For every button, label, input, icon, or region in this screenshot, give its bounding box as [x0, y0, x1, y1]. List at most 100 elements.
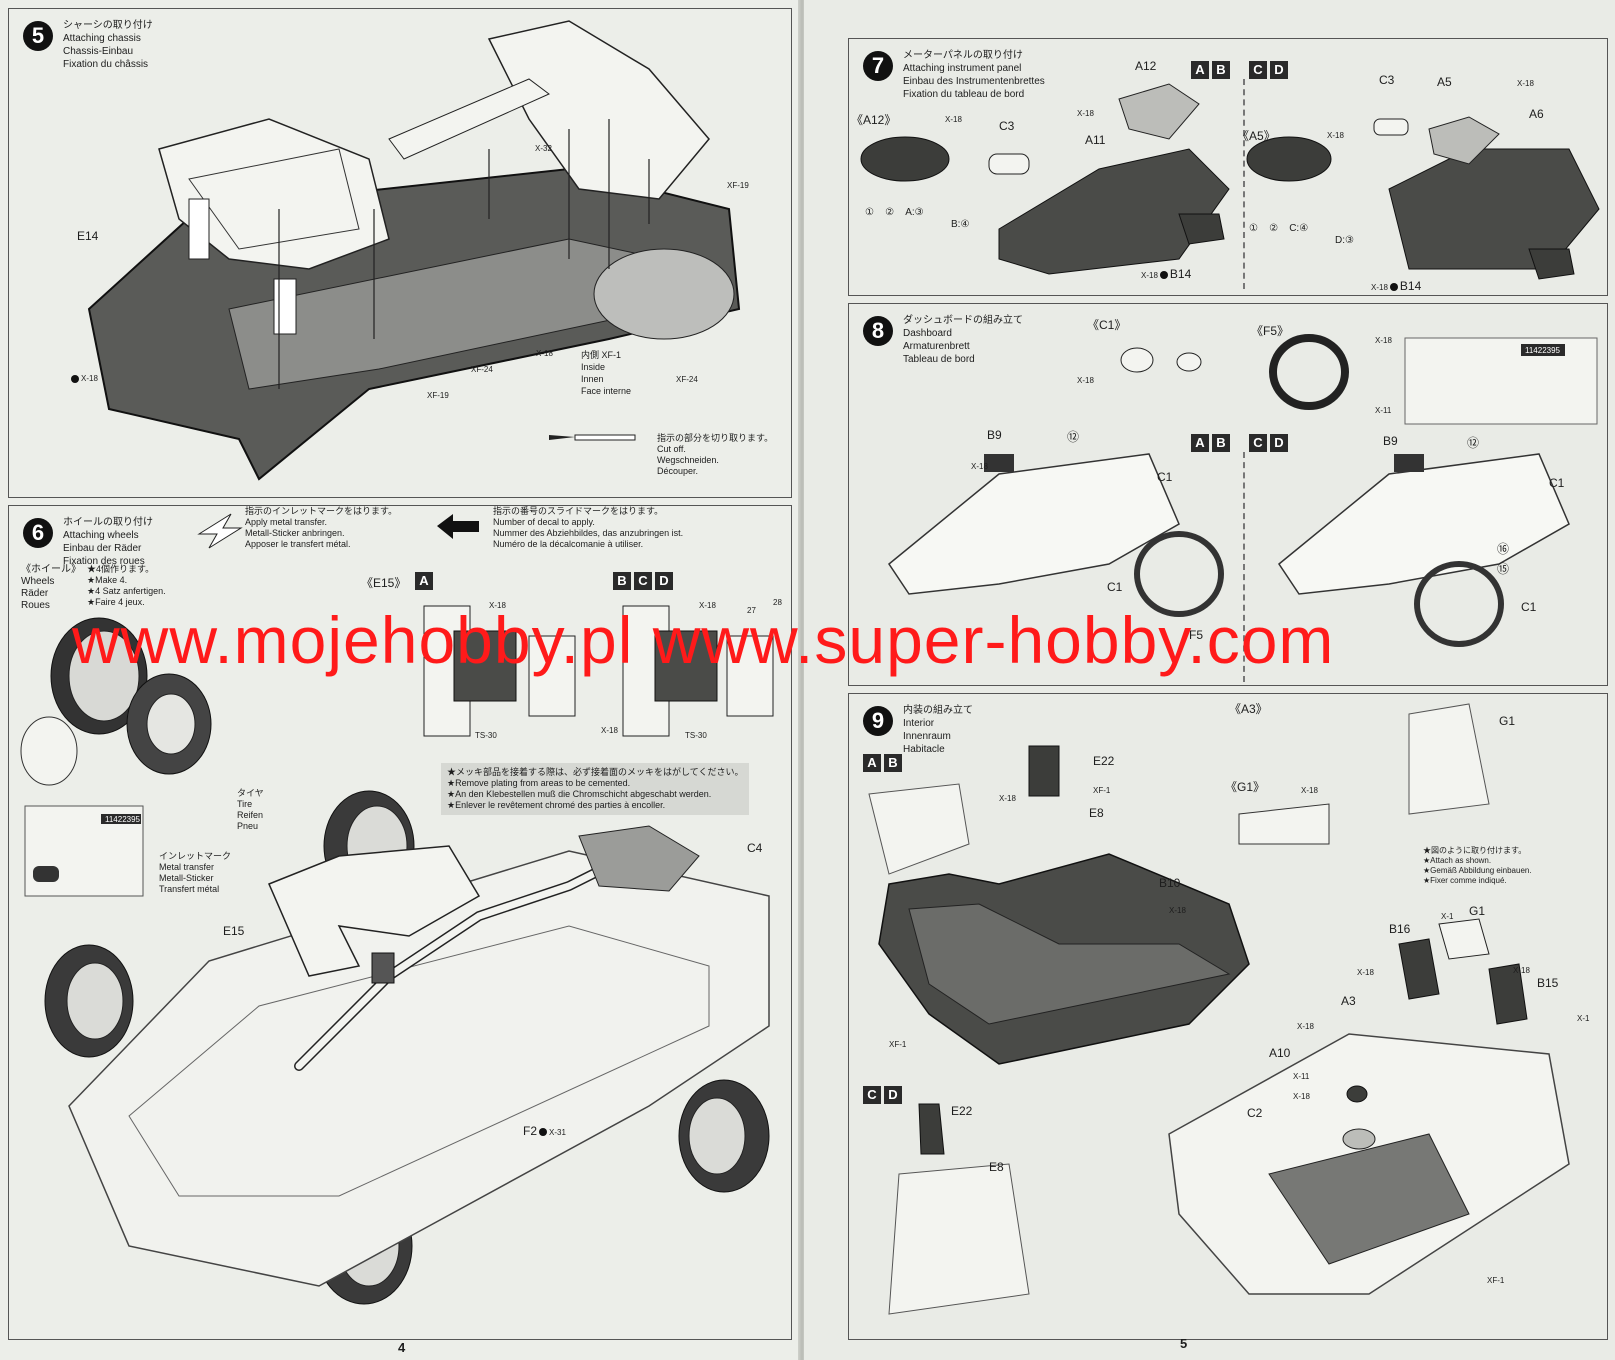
meter-decals-left: ① ② A:③ B:④	[865, 207, 970, 230]
step-7-number: 7	[863, 51, 893, 81]
part-label-x1-b: X-1	[1577, 1014, 1590, 1023]
part-label-a11: A11	[1085, 133, 1106, 147]
page-gutter	[798, 0, 806, 1360]
make-four-note: ★4個作ります。★Make 4.★4 Satz anfertigen.★Fair…	[87, 564, 166, 607]
decal-sheet-code: 11422395	[1525, 346, 1560, 355]
e15-subheading: 《E15》	[361, 576, 407, 590]
part-label-ts30-b: TS-30	[685, 731, 707, 740]
part-label-xf19-right: XF-19	[727, 181, 749, 190]
part-label-x18-b: X-18	[1301, 786, 1318, 795]
part-label-x18-g: X-18	[1293, 1092, 1310, 1101]
a12-subheading: 《A12》	[851, 113, 897, 127]
part-label-e22-top: E22	[1093, 754, 1115, 768]
part-label-x18-b: X-18	[1375, 336, 1392, 345]
part-label-x1-a: X-1	[1441, 912, 1454, 921]
part-label-x32: X-32	[535, 144, 552, 153]
decal-number-12-left: ⑫	[1067, 430, 1080, 444]
part-label-a3: A3	[1341, 994, 1356, 1008]
part-label-x18-a: X-18	[1077, 109, 1094, 118]
part-label-x18-b: X-18	[699, 601, 716, 610]
part-label-x18-b: X-18	[945, 115, 962, 124]
decal-number-27: 27	[747, 606, 756, 615]
part-label-e22-bottom: E22	[951, 1104, 973, 1118]
part-label-x18-c: X-18	[1169, 906, 1186, 915]
part-label-x18-a: X-18	[1077, 376, 1094, 385]
decal-sheet-code: 11422395	[105, 815, 140, 824]
part-label-x11: X-11	[1375, 406, 1392, 415]
instrument-panel-illustration	[860, 83, 1600, 280]
part-label-xf19-bottom: XF-19	[427, 391, 449, 400]
part-label-xf24-right: XF-24	[676, 375, 698, 384]
attach-note: ★図のように取り付けます。★Attach as shown.★Gemäß Abb…	[1423, 846, 1532, 885]
part-label-xf1-b: XF-1	[889, 1040, 907, 1049]
part-label-x18-a: X-18	[999, 794, 1016, 803]
part-label-x18-e: X-18	[1357, 968, 1374, 977]
divider	[1243, 452, 1245, 682]
part-label-b9-left: B9	[987, 428, 1002, 442]
cutoff-note: 指示の部分を切り取ります。Cut off.Wegschneiden.Découp…	[657, 433, 774, 476]
part-label-x18: X-18	[69, 374, 98, 383]
part-label-x11: X-11	[1293, 1072, 1310, 1081]
wheels-illustration	[20, 513, 774, 1305]
f5-subheading: 《F5》	[1251, 324, 1290, 338]
page-number-left: 4	[398, 1340, 406, 1355]
g1-subheading: 《G1》	[1225, 780, 1266, 794]
metal-transfer-note: 指示のインレットマークをはります。Apply metal transfer.Me…	[245, 506, 398, 549]
plating-note: ★メッキ部品を接着する際は、必ず接着面のメッキをはがしてください。★Remove…	[441, 763, 750, 815]
c1-subheading: 《C1》	[1087, 318, 1127, 332]
meter-decals-right: ① ② C:④ D:③	[1249, 223, 1354, 246]
page-number-right: 5	[1180, 1336, 1188, 1351]
part-label-x18-c: X-18	[601, 726, 618, 735]
part-label-c2: C2	[1247, 1106, 1263, 1120]
version-badge-a: A	[415, 572, 433, 590]
part-label-c3-right: C3	[1379, 73, 1395, 87]
part-label-e14: E14	[77, 229, 99, 243]
part-label-xf1-c: XF-1	[1487, 1276, 1505, 1285]
step-8-number: 8	[863, 316, 893, 346]
part-label-e8-bottom: E8	[989, 1160, 1004, 1174]
chassis-illustration	[87, 20, 741, 481]
part-label-f5-left: F5	[1189, 628, 1204, 642]
decal-number-16: ⑯	[1497, 542, 1510, 556]
part-label-c4: C4	[747, 841, 763, 855]
part-label-x18-c: X-18	[1517, 79, 1534, 88]
dashboard-illustration	[887, 334, 1598, 647]
interior-illustration	[868, 703, 1570, 1315]
part-label-c1-a: C1	[1157, 470, 1173, 484]
part-label-b9-right: B9	[1383, 434, 1398, 448]
part-label-e15: E15	[223, 924, 245, 938]
part-label-xf24-mid: XF-24	[471, 365, 493, 374]
part-label-g1: G1	[1469, 904, 1486, 918]
part-label-c3-left: C3	[999, 119, 1015, 133]
part-label-b16: B16	[1389, 922, 1411, 936]
part-label-a12: A12	[1135, 59, 1157, 73]
a5-subheading: 《A5》	[1237, 129, 1276, 143]
part-label-b15: B15	[1537, 976, 1559, 990]
part-label-x18-a: X-18	[489, 601, 506, 610]
part-label-c1-b: C1	[1107, 580, 1123, 594]
part-label-g1-top: G1	[1499, 714, 1516, 728]
part-label-x18-f: X-18	[1297, 1022, 1314, 1031]
